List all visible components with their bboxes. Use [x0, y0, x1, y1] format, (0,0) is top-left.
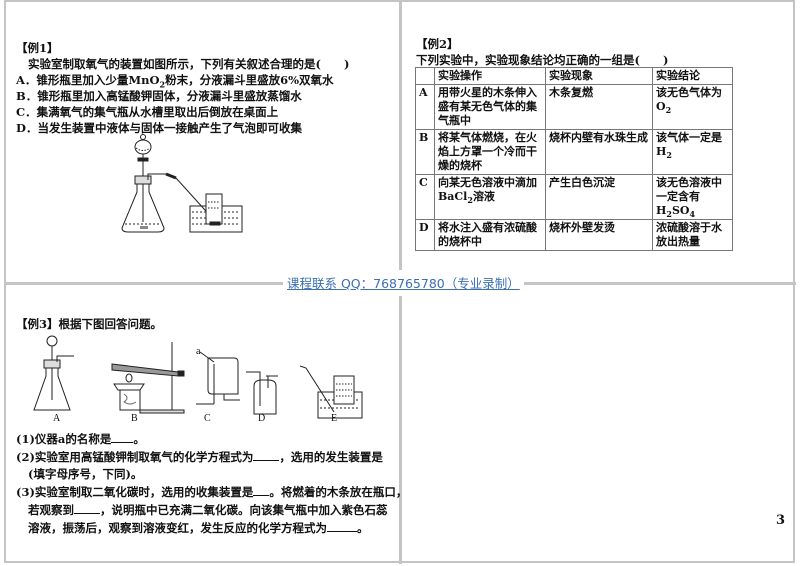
- example3-part-2: (2)实验室用高锰酸钾制取氧气的化学方程式为，选用的发生装置是: [16, 448, 383, 464]
- example3-part-1: (1)仪器a的名称是。: [16, 430, 145, 446]
- table-row: C 向某无色溶液中滴加BaCl2溶液 产生白色沉淀 该无色溶液中一定含有H2SO…: [415, 174, 733, 220]
- vertical-divider-bottom: [399, 296, 402, 564]
- answer-blank[interactable]: [74, 501, 100, 514]
- table-header-cell: 实验操作: [434, 67, 546, 85]
- figure-label-c: C: [204, 413, 211, 424]
- example3-part-3: (3)实验室制取二氧化碳时，选用的收集装置是。将燃着的木条放在瓶口，: [16, 483, 408, 499]
- example3-question: 根据下图回答问题。: [58, 317, 163, 331]
- row-phenomenon: 烧杯外壁发烫: [545, 219, 653, 251]
- example2-tag: 【例2】: [416, 37, 459, 51]
- row-conclusion: 该气体一定是H2: [652, 129, 733, 175]
- example1-option-b: B．锥形瓶里加入高锰酸钾固体，分液漏斗里盛放蒸馏水: [16, 89, 302, 103]
- example3-parts: (1)仪器a的名称是。 (2)实验室用高锰酸钾制取氧气的化学方程式为，选用的发生…: [16, 430, 407, 537]
- example3-part-3-line3: 溶液，振荡后，观察到溶液变红，发生反应的化学方程式为。: [28, 519, 369, 535]
- figure-label-d: D: [258, 413, 266, 424]
- page-number: 3: [776, 513, 786, 528]
- figure-label-a-pointer: a: [196, 346, 201, 357]
- table-header-cell: [415, 67, 435, 85]
- row-operation: 用带火星的木条伸入盛有某无色气体的集气瓶中: [434, 84, 546, 130]
- answer-blank[interactable]: [327, 519, 357, 532]
- row-conclusion: 该无色气体为O2: [652, 84, 733, 130]
- apparatus-a-icon: [33, 335, 74, 411]
- contact-banner-link[interactable]: 课程联系 QQ：768765780（专业录制）: [283, 275, 524, 293]
- example3-heading: 【例3】根据下图回答问题。: [16, 316, 162, 332]
- example1-block: 【例1】 实验室制取氧气的装置如图所示，下列有关叙述合理的是( ) A．锥形瓶里…: [16, 40, 349, 136]
- example2-question: 下列实验中，实验现象结论均正确的一组是( ): [416, 53, 669, 67]
- row-phenomenon: 烧杯内壁有水珠生成: [545, 129, 653, 175]
- figure-label-e: E: [331, 413, 338, 424]
- row-phenomenon: 产生白色沉淀: [545, 174, 653, 220]
- example1-option-c: C．集满氧气的集气瓶从水槽里取出后倒放在桌面上: [16, 105, 279, 119]
- oxygen-apparatus-icon: [121, 134, 243, 233]
- table-header-row: 实验操作 实验现象 实验结论: [415, 67, 733, 85]
- row-operation: 向某无色溶液中滴加BaCl2溶液: [434, 174, 546, 220]
- figure-label-b: B: [131, 413, 138, 424]
- example1-option-d: D．当发生装置中液体与固体一接触产生了气泡即可收集: [16, 121, 302, 135]
- table-header-cell: 实验结论: [652, 67, 733, 85]
- apparatus-e-icon: [299, 365, 363, 419]
- example3-part-2-cont: (填字母序号，下同)。: [28, 467, 143, 481]
- row-key: A: [415, 84, 435, 130]
- table-row: D 将水注入盛有浓硫酸的烧杯中 烧杯外壁发烫 浓硫酸溶于水放出热量: [415, 219, 733, 251]
- answer-blank[interactable]: [253, 483, 270, 496]
- lab-apparatus-figures-icon: [33, 335, 363, 419]
- row-key: B: [415, 129, 435, 175]
- apparatus-d-icon: [246, 371, 278, 415]
- example3-tag: 【例3】: [16, 317, 59, 331]
- apparatus-c-icon: [196, 351, 240, 405]
- vertical-divider-top: [399, 0, 402, 270]
- row-key: D: [415, 219, 435, 251]
- apparatus-b-icon: [111, 342, 185, 414]
- example1-question: 实验室制取氧气的装置如图所示，下列有关叙述合理的是( ): [28, 57, 350, 71]
- table-header-cell: 实验现象: [545, 67, 653, 85]
- answer-blank[interactable]: [111, 430, 134, 443]
- row-operation: 将水注入盛有浓硫酸的烧杯中: [434, 219, 546, 251]
- row-phenomenon: 木条复燃: [545, 84, 653, 130]
- answer-blank[interactable]: [253, 448, 280, 461]
- row-operation: 将某气体燃烧，在火焰上方罩一个冷而干燥的烧杯: [434, 129, 546, 175]
- table-row: B 将某气体燃烧，在火焰上方罩一个冷而干燥的烧杯 烧杯内壁有水珠生成 该气体一定…: [415, 129, 733, 175]
- example1-tag: 【例1】: [16, 41, 59, 55]
- example2-block: 【例2】 下列实验中，实验现象结论均正确的一组是( ): [416, 36, 668, 68]
- table-row: A 用带火星的木条伸入盛有某无色气体的集气瓶中 木条复燃 该无色气体为O2: [415, 84, 733, 130]
- example1-option-a: A．锥形瓶里加入少量MnO2粉末，分液漏斗里盛放6%双氧水: [16, 73, 334, 90]
- row-conclusion: 该无色溶液中一定含有H2SO4: [652, 174, 733, 220]
- example2-table: 实验操作 实验现象 实验结论 A 用带火星的木条伸入盛有某无色气体的集气瓶中 木…: [415, 67, 733, 251]
- figure-label-a: A: [53, 413, 61, 424]
- row-key: C: [415, 174, 435, 220]
- example3-part-3-line2: 若观察到，说明瓶中已充满二氧化碳。向该集气瓶中加入紫色石蕊: [28, 501, 388, 517]
- row-conclusion: 浓硫酸溶于水放出热量: [652, 219, 733, 251]
